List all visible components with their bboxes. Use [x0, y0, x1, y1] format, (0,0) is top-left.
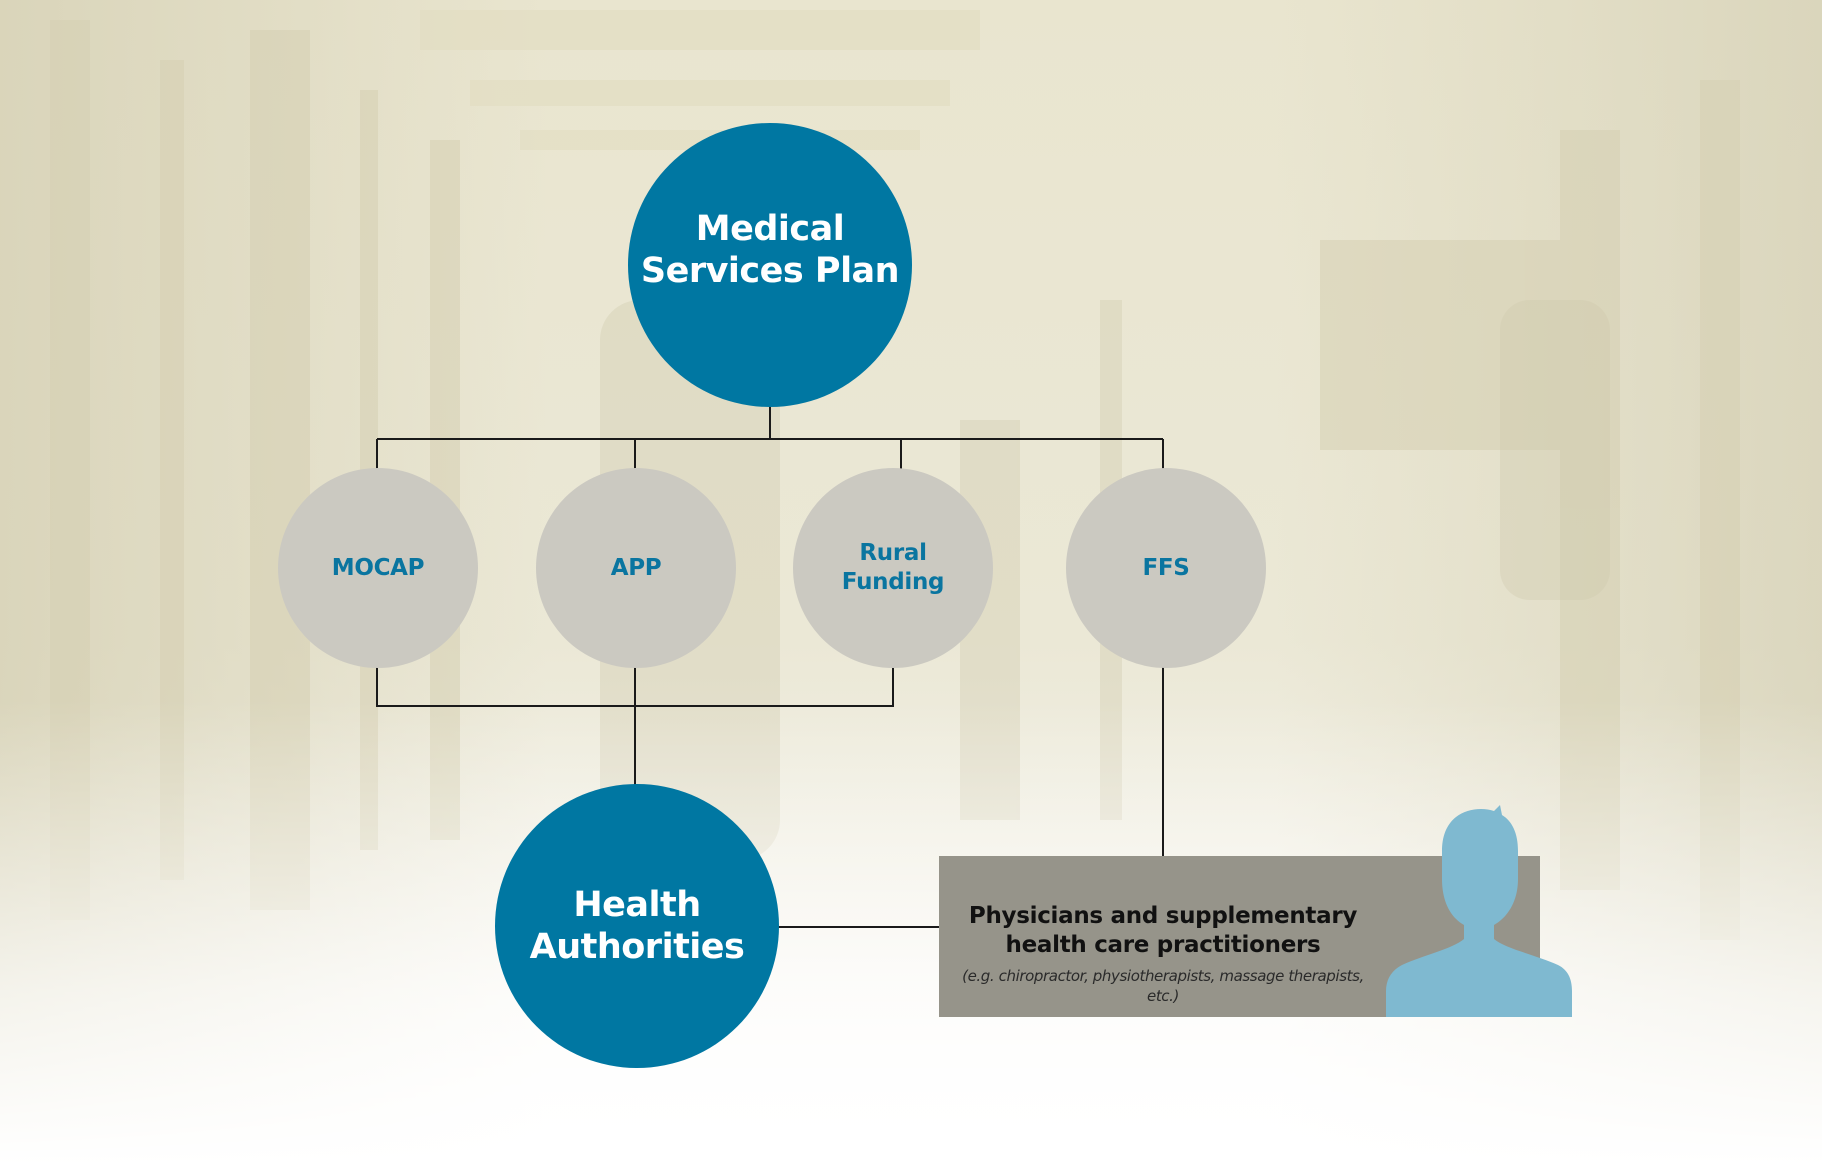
node-rural-funding: Rural Funding — [793, 468, 993, 668]
practitioners-title: Physicians and supplementary health care… — [968, 903, 1358, 958]
node-ffs: FFS — [1066, 468, 1266, 668]
node-mocap-label: MOCAP — [331, 554, 425, 581]
node-app-label: APP — [610, 554, 662, 581]
node-health-authorities: Health Authorities — [495, 784, 779, 1068]
node-medical-services-plan-label: Medical Services Plan — [640, 209, 900, 291]
node-health-authorities-label: Health Authorities — [529, 885, 745, 967]
person-silhouette-icon — [1386, 805, 1572, 1017]
node-medical-services-plan: Medical Services Plan — [628, 123, 912, 407]
node-rural-funding-label: Rural Funding — [841, 540, 945, 595]
practitioners-note: (e.g. chiropractor, physiotherapists, ma… — [962, 967, 1364, 1005]
node-app: APP — [536, 468, 736, 668]
node-mocap: MOCAP — [278, 468, 478, 668]
node-ffs-label: FFS — [1142, 554, 1190, 581]
